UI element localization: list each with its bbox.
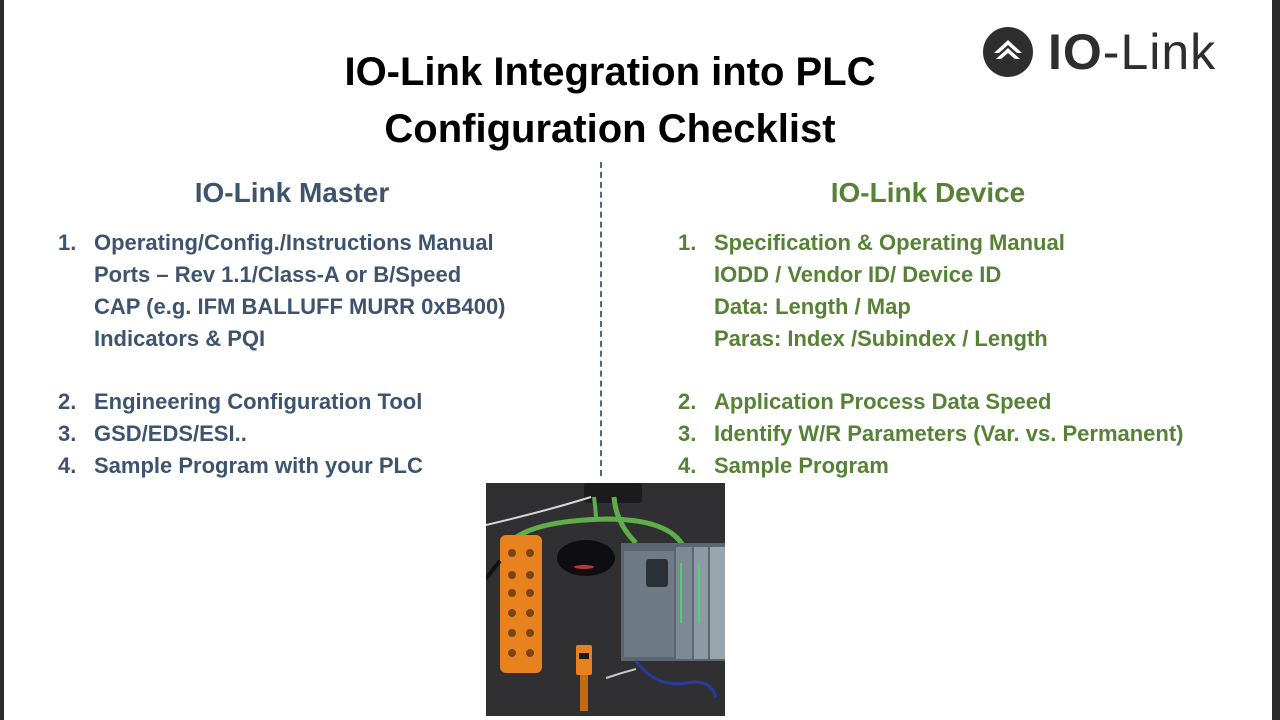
list-item-continuation: Paras: Index /Subindex / Length <box>678 323 1184 355</box>
master-heading: IO-Link Master <box>194 177 390 208</box>
list-item-continuation: Data: Length / Map <box>678 291 1184 323</box>
list-item: 1. Operating/Config./Instructions Manual <box>58 227 506 259</box>
list-item-continuation: Ports – Rev 1.1/Class-A or B/Speed <box>58 259 506 291</box>
item-number: 1. <box>678 230 697 255</box>
item-text: GSD/EDS/ESI.. <box>94 421 247 446</box>
master-checklist: 1.Operating/Config./Instructions Manual … <box>58 227 506 482</box>
list-item: 3. Identify W/R Parameters (Var. vs. Perm… <box>678 418 1184 450</box>
item-text: Identify W/R Parameters (Var. vs. Perman… <box>714 421 1184 446</box>
item-text: Operating/Config./Instructions Manual <box>94 230 494 255</box>
list-item: 4. Sample Program with your PLC <box>58 450 506 482</box>
item-text: Indicators & PQI <box>94 326 266 351</box>
logo-rest: -Link <box>1102 24 1217 80</box>
item-text: Application Process Data Speed <box>714 389 1052 414</box>
item-text: IODD / Vendor ID/ Device ID <box>714 262 1002 287</box>
item-text: Paras: Index /Subindex / Length <box>714 326 1048 351</box>
item-number: 3. <box>678 421 697 446</box>
item-number: 2. <box>678 389 697 414</box>
list-item: 2. Engineering Configuration Tool <box>58 386 506 418</box>
list-item: 3. GSD/EDS/ESI.. <box>58 418 506 450</box>
right-edge-bar <box>1272 0 1280 720</box>
item-number: 2. <box>58 389 77 414</box>
item-number: 4. <box>678 453 697 478</box>
logo-wordmark: IO-Link <box>1048 24 1216 80</box>
item-number: 1. <box>58 230 77 255</box>
device-checklist: 1. Specification & Operating Manual IODD … <box>678 227 1184 482</box>
title-line-2: Configuration Checklist <box>384 107 836 151</box>
item-text: Sample Program with your PLC <box>94 453 423 478</box>
item-number: 3. <box>58 421 77 446</box>
logo-bold: IO <box>1048 24 1103 80</box>
hardware-photo <box>486 483 725 716</box>
io-link-logo-icon <box>983 27 1033 77</box>
list-item: 1. Specification & Operating Manual <box>678 227 1184 259</box>
item-text: Engineering Configuration Tool <box>94 389 423 414</box>
slide-title: IO-Link Integration into PLC Configurati… <box>250 44 970 158</box>
title-line-1: IO-Link Integration into PLC <box>344 50 876 94</box>
list-item-continuation: Indicators & PQI <box>58 323 506 355</box>
list-item: 2. Application Process Data Speed <box>678 386 1184 418</box>
column-divider <box>600 162 602 476</box>
device-heading: IO-Link Device <box>830 177 1026 208</box>
item-text: Specification & Operating Manual <box>714 230 1065 255</box>
item-text: CAP (e.g. IFM BALLUFF MURR 0xB400) <box>94 294 506 319</box>
item-text: Ports – Rev 1.1/Class-A or B/Speed <box>94 262 462 287</box>
list-item: 4. Sample Program <box>678 450 1184 482</box>
list-item-continuation: IODD / Vendor ID/ Device ID <box>678 259 1184 291</box>
io-link-logo: IO-Link <box>982 24 1216 80</box>
list-item-continuation: CAP (e.g. IFM BALLUFF MURR 0xB400) <box>58 291 506 323</box>
item-text: Data: Length / Map <box>714 294 911 319</box>
left-edge-bar <box>0 0 4 720</box>
item-number: 4. <box>58 453 77 478</box>
item-text: Sample Program <box>714 453 889 478</box>
